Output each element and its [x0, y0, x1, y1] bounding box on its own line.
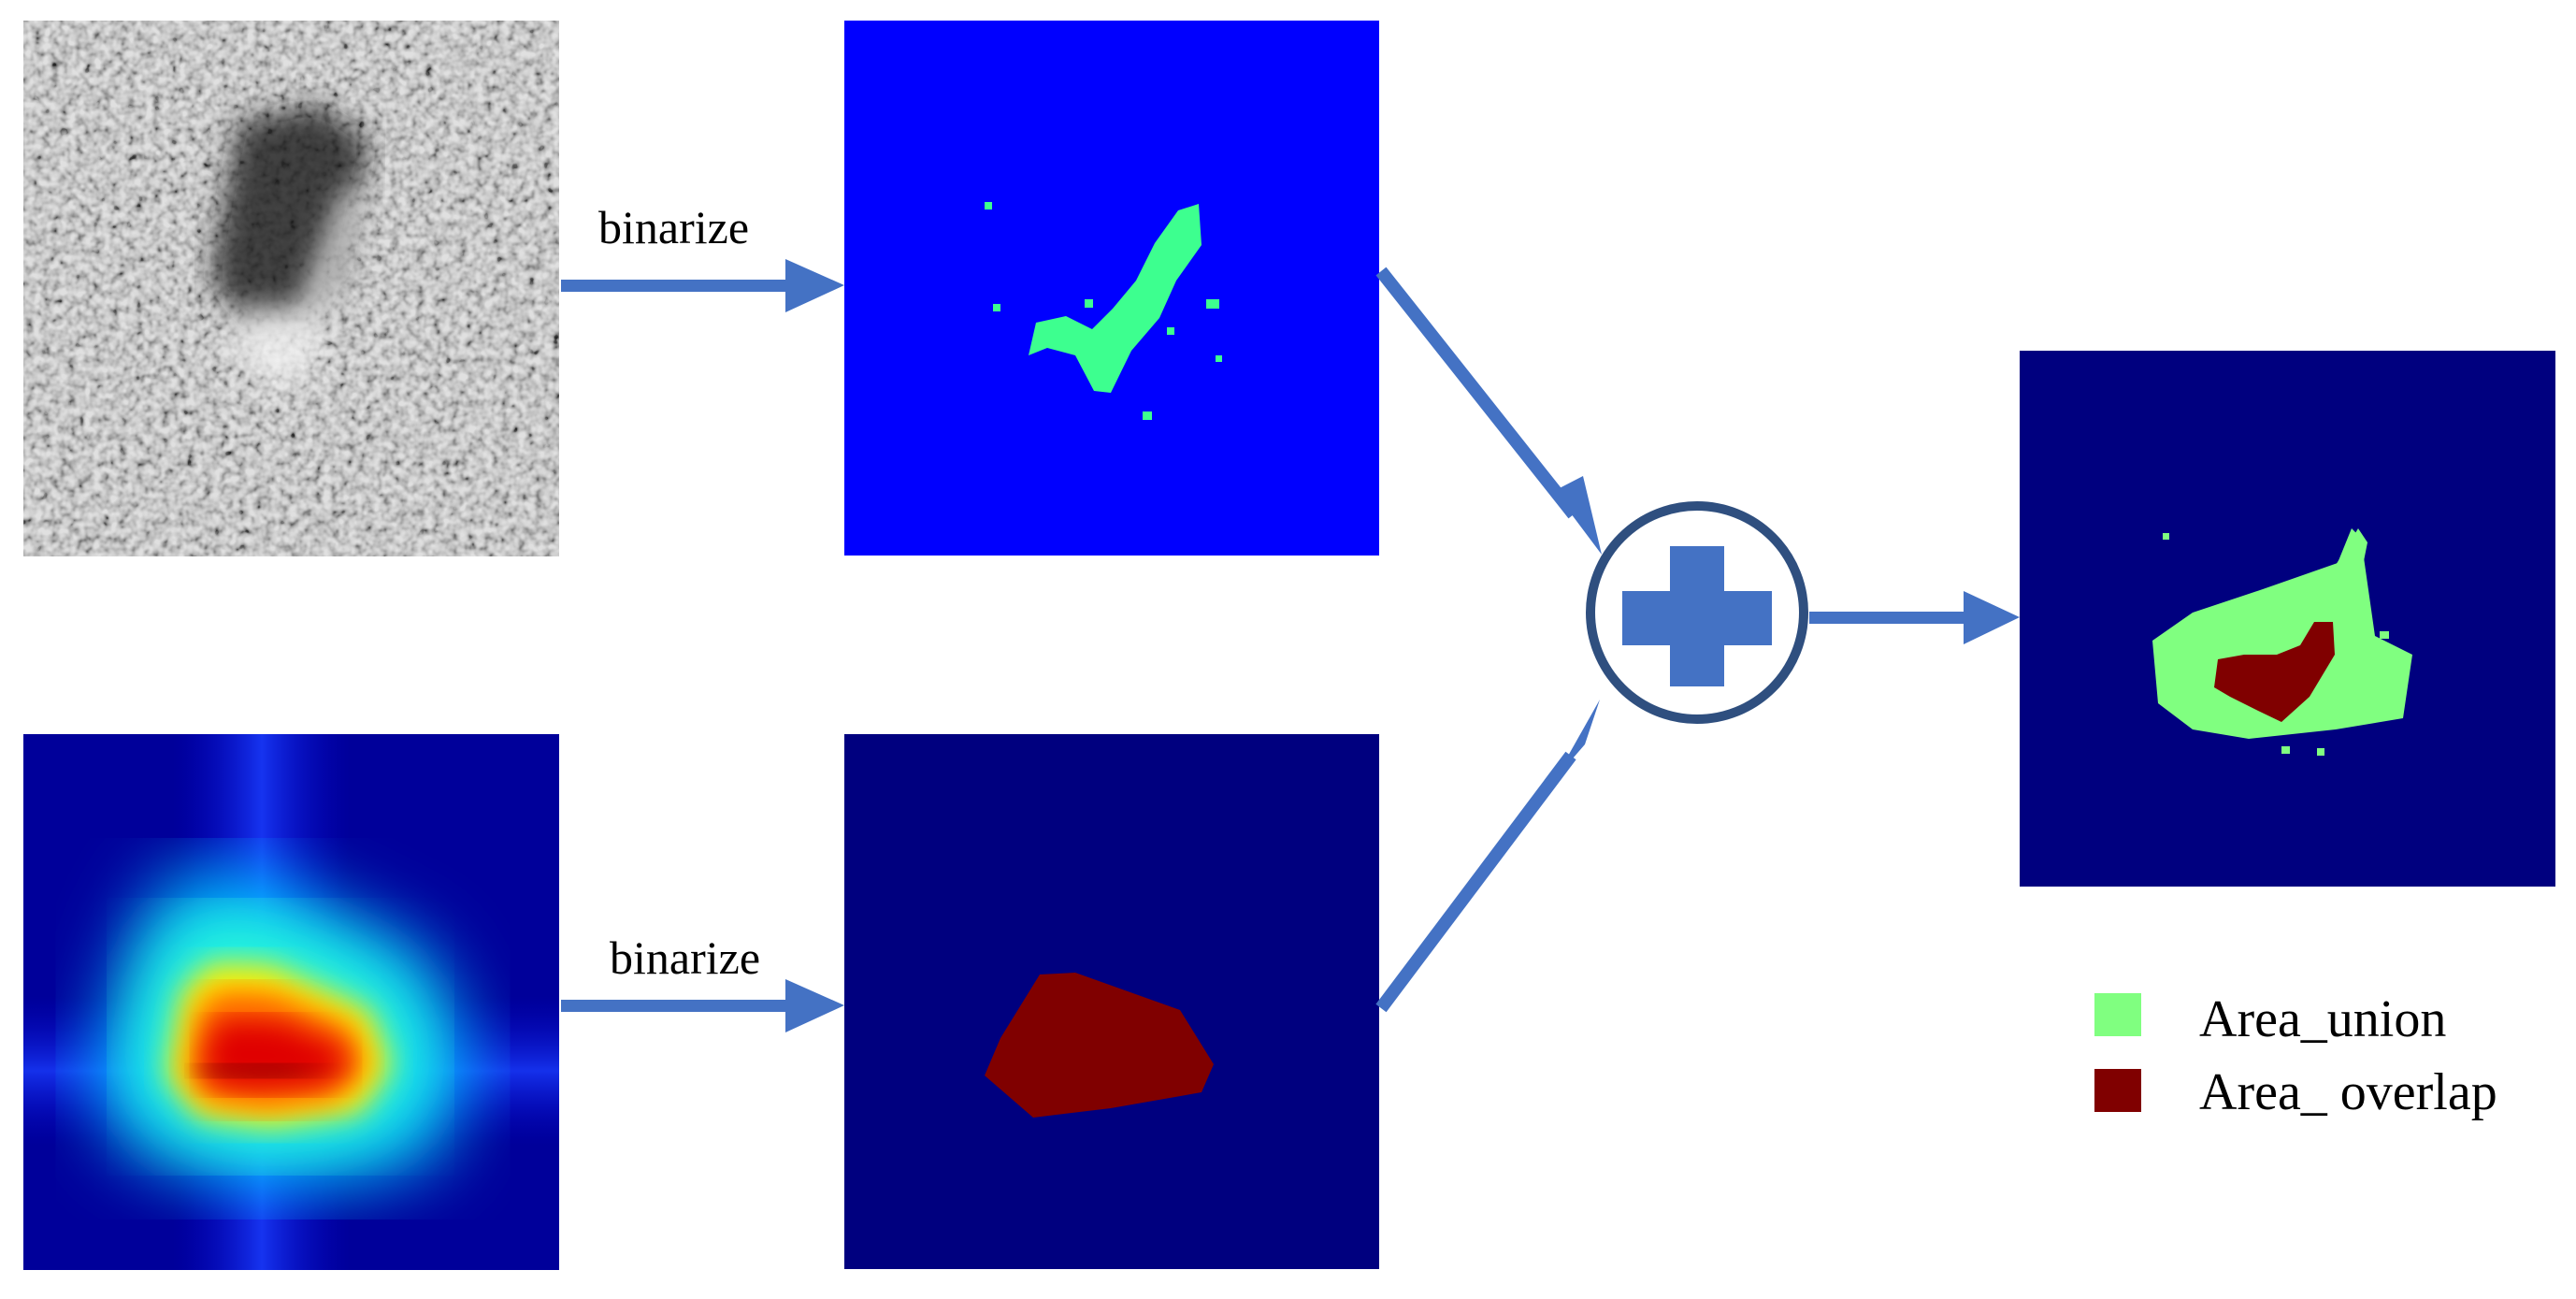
legend-swatch-overlap — [2094, 1069, 2141, 1112]
binarize-label-bottom: binarize — [610, 931, 761, 984]
arrow-combine-to-result — [1809, 591, 2020, 644]
arrow-bottom-binarize — [561, 979, 844, 1032]
arrow-top-binarize — [561, 259, 844, 312]
combined-result-image — [2020, 351, 2555, 887]
plus-circle-icon — [1586, 501, 1808, 724]
arrow-top-to-combine — [1375, 267, 1602, 555]
arrow-bottom-to-combine — [1375, 700, 1600, 1013]
binarize-label-top: binarize — [598, 201, 750, 253]
heatmap-image — [23, 734, 559, 1270]
legend-swatch-union — [2094, 993, 2141, 1036]
binary-heatmap-image — [844, 734, 1379, 1269]
legend-label-union: Area_union — [2199, 990, 2447, 1048]
sar-image — [23, 21, 559, 556]
binary-sar-image — [844, 21, 1379, 556]
legend-label-overlap: Area_ overlap — [2199, 1063, 2497, 1121]
